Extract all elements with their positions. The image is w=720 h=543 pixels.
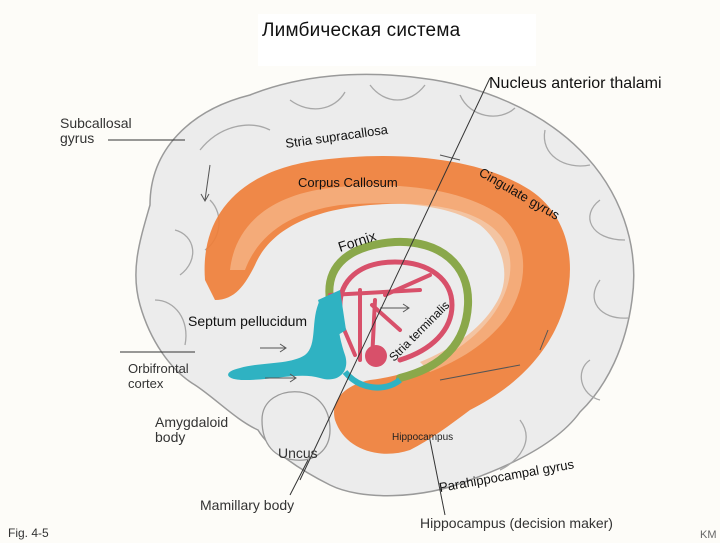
septum-pellucidum: [228, 300, 347, 380]
corpus-callosum-label: Corpus Callosum: [298, 175, 398, 190]
subcallosal-line-1: Subcallosal: [60, 115, 132, 131]
orbitofrontal-cortex-label: Orbifrontal cortex: [128, 361, 189, 391]
septum-pellucidum-label: Septum pellucidum: [188, 313, 308, 329]
temporal-lobe-outline: [261, 391, 331, 461]
hippocampus-decision-label: Hippocampus (decision maker): [420, 515, 613, 531]
subcallosal-gyrus-label: Subcallosal gyrus: [60, 116, 132, 146]
fornix-arc: [325, 237, 473, 382]
corner-mark: KM: [700, 529, 717, 541]
figure-number: Fig. 4-5: [8, 526, 49, 540]
mamillary-body-dot: [365, 345, 387, 367]
stria-terminalis-arc: [337, 259, 455, 363]
orbitofrontal-line-1: Orbifrontal: [128, 361, 189, 376]
uncus-label: Uncus: [278, 445, 318, 461]
title-box: [258, 14, 536, 66]
nucleus-anterior-label: Nucleus anterior thalami: [489, 75, 662, 92]
orbitofrontal-line-2: cortex: [128, 376, 164, 391]
hippocampus-label: Hippocampus: [392, 432, 454, 443]
amygdaloid-line-1: Amygdaloid: [155, 414, 229, 430]
septum-stem: [318, 290, 346, 340]
amygdaloid-line-2: body: [155, 429, 186, 445]
mamillary-body-label: Mamillary body: [200, 497, 295, 513]
pointer-lines: [108, 77, 491, 516]
flow-arrows: [200, 154, 549, 383]
page-title: Лимбическая система: [262, 20, 461, 41]
amygdaloid-body-label: Amygdaloid body: [155, 415, 228, 445]
gyri-folds: [154, 84, 629, 471]
corpus-callosum: [204, 155, 570, 454]
subcallosal-line-2: gyrus: [60, 130, 95, 146]
